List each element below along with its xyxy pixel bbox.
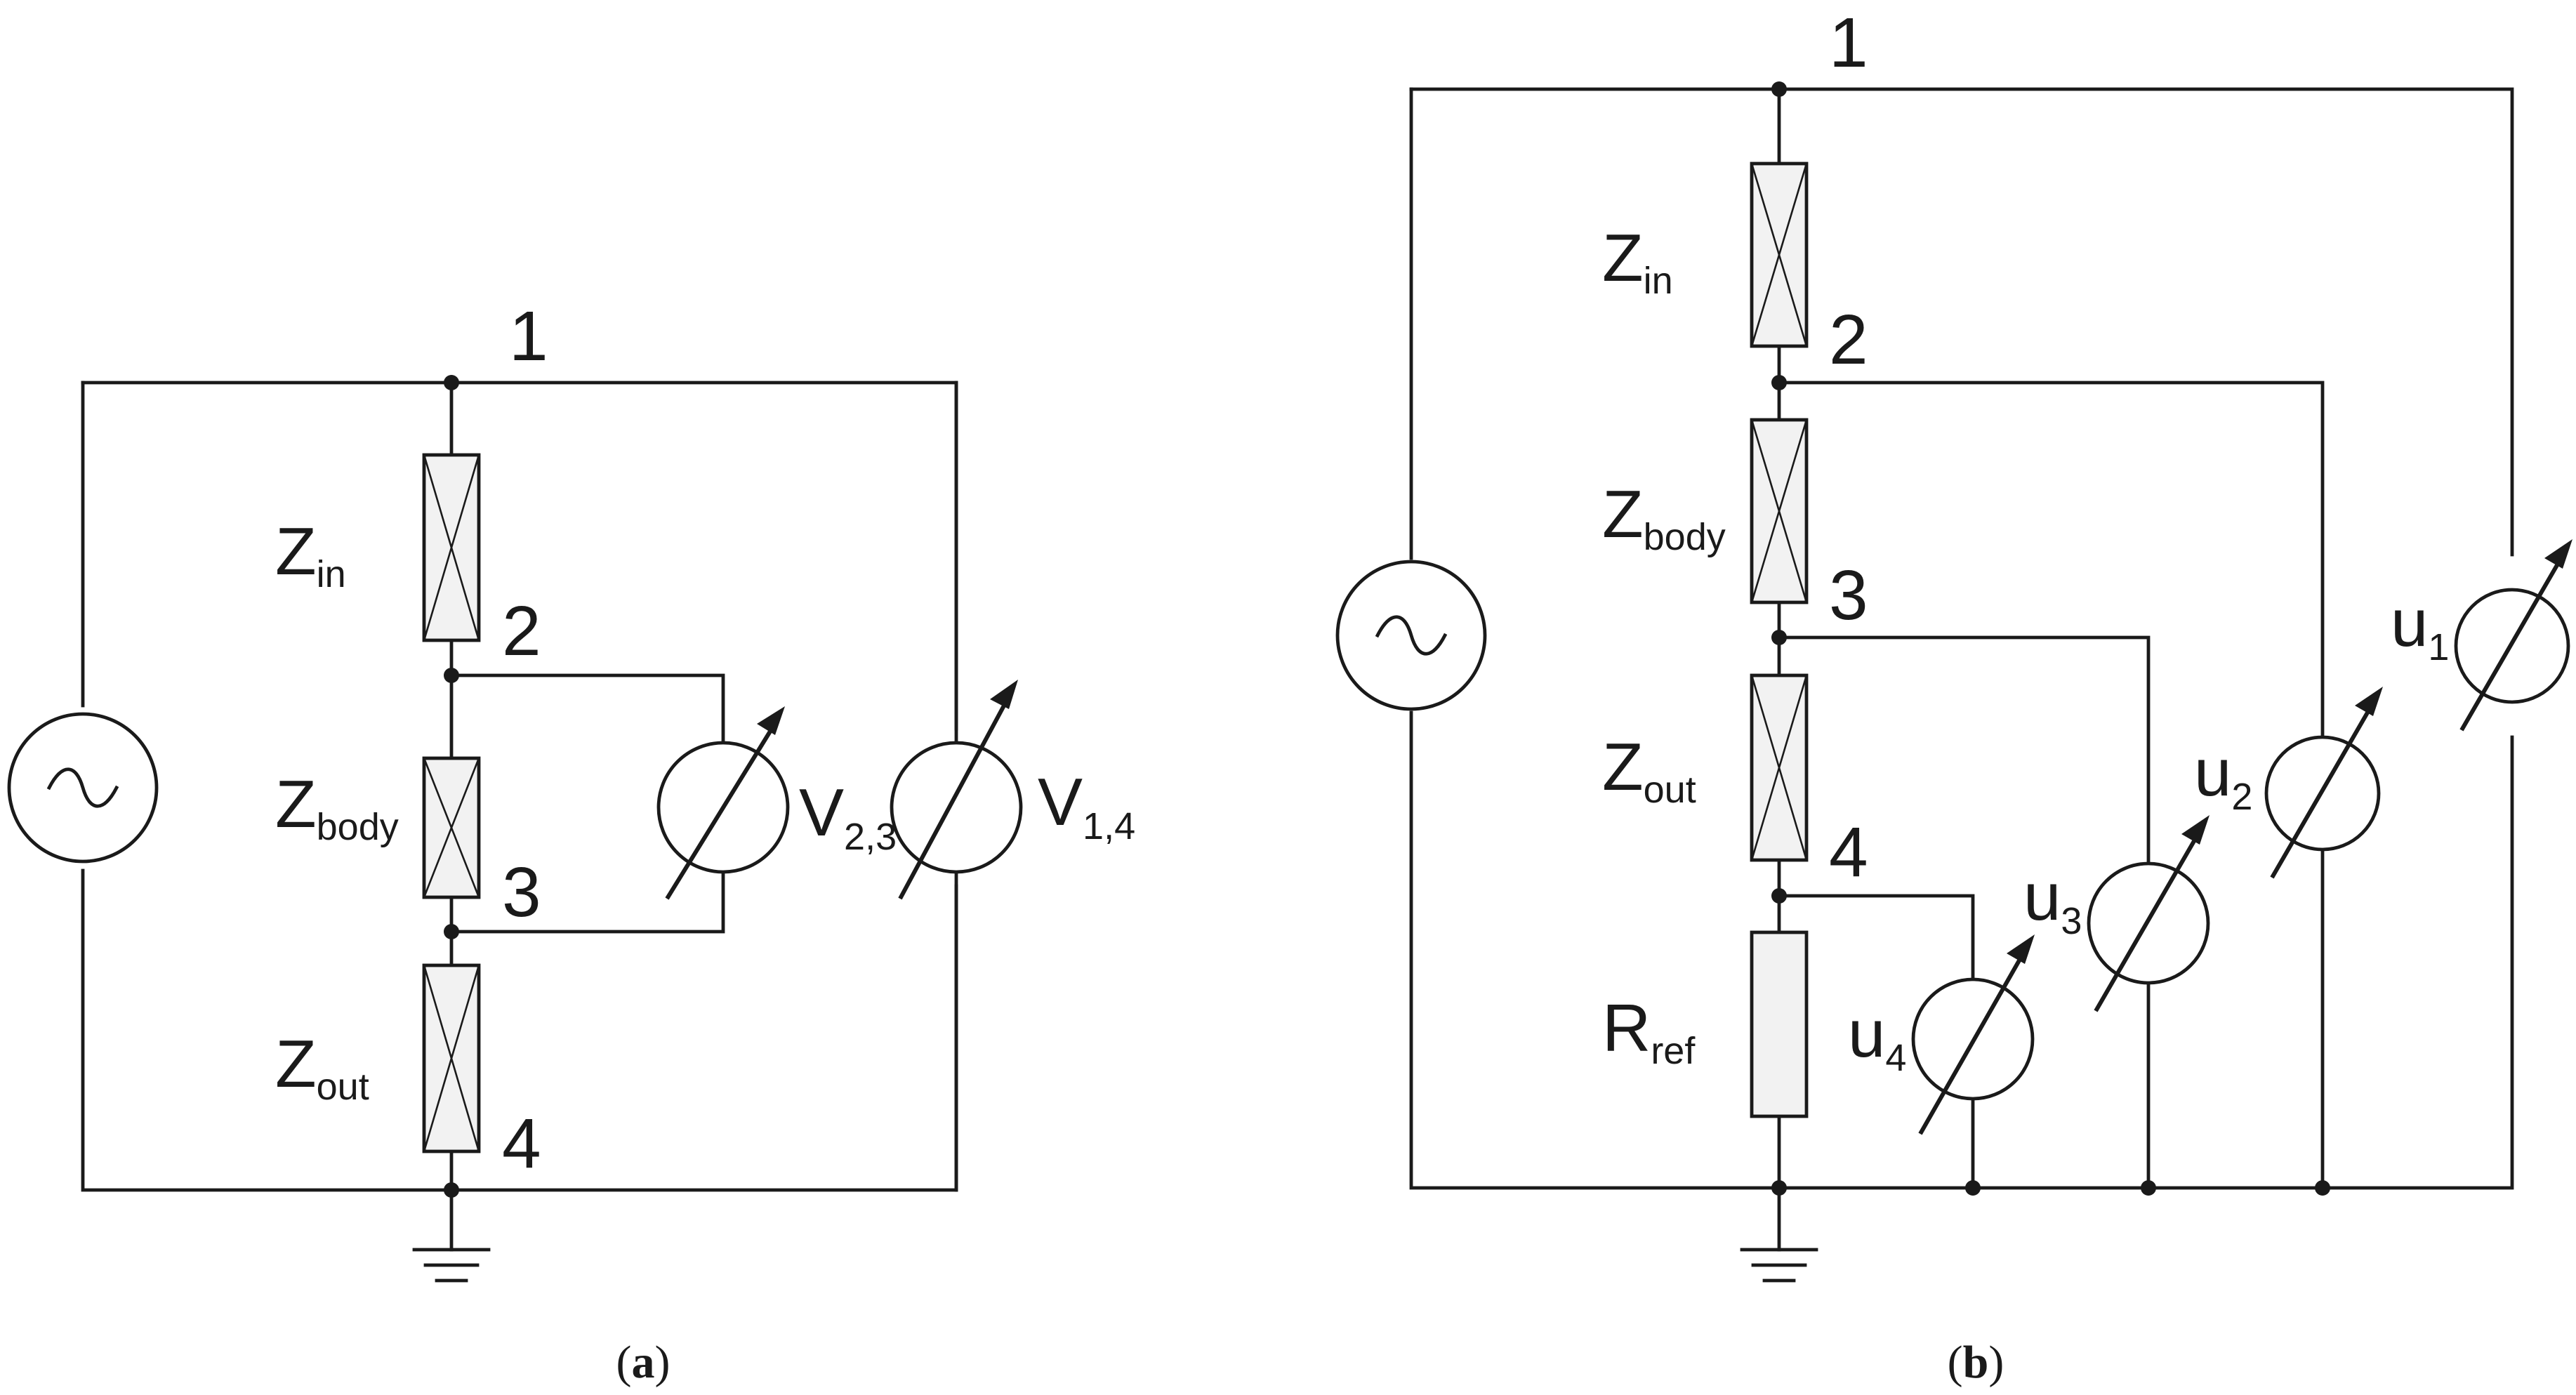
node-label-3-b: 3 <box>1829 556 1868 635</box>
ac-source-b <box>1335 560 1487 711</box>
resistor-r-ref <box>1750 930 1809 1118</box>
label-r-ref: Rref <box>1602 991 1696 1072</box>
junction-node-2-a <box>444 668 459 683</box>
label-z-in-b: Zin <box>1602 220 1673 302</box>
sine-wave-icon <box>46 767 119 808</box>
caption-b: (b) <box>1948 1337 2004 1388</box>
caption-a: (a) <box>616 1337 671 1388</box>
label-u4: u4 <box>1848 996 1906 1079</box>
impedance-z-in-a <box>422 453 481 642</box>
panel-b: 1 2 3 4 Zin Zbody Zout Rref u1 u2 u3 u4 … <box>1335 4 2572 1388</box>
sine-wave-icon <box>1375 615 1448 656</box>
panel-a: 1 2 3 4 Zin Zbody Zout V2,3 V1,4 (a) <box>7 297 1135 1388</box>
junction-node-2-b <box>1771 375 1787 390</box>
junction-node-3-a <box>444 924 459 939</box>
voltmeter-v23 <box>656 706 790 900</box>
voltmeter-v14 <box>890 680 1023 900</box>
junction-u4-return <box>1965 1180 1981 1196</box>
panel-a-wires <box>81 381 958 1252</box>
label-u3: u3 <box>2023 859 2082 942</box>
junction-node-1-b <box>1771 81 1787 97</box>
junction-u3-return <box>2141 1180 2156 1196</box>
node-label-2-a: 2 <box>502 592 541 670</box>
label-v23: V2,3 <box>799 775 897 858</box>
ac-source-a <box>7 712 159 864</box>
impedance-z-body-a <box>422 756 481 899</box>
label-z-body-a: Zbody <box>275 767 399 848</box>
junction-node-3-b <box>1771 630 1787 645</box>
label-z-out-b: Zout <box>1602 729 1696 811</box>
label-z-out-a: Zout <box>275 1026 369 1108</box>
label-z-in-a: Zin <box>275 514 346 595</box>
node-label-3-a: 3 <box>502 853 541 932</box>
impedance-z-out-b <box>1750 673 1809 862</box>
label-v14: V1,4 <box>1038 765 1135 847</box>
impedance-z-body-b <box>1750 418 1809 604</box>
junction-node-4-a <box>444 1182 459 1198</box>
impedance-z-out-a <box>422 963 481 1153</box>
voltmeter-u1 <box>2454 539 2572 732</box>
node-label-2-b: 2 <box>1829 300 1868 379</box>
voltmeter-u2 <box>2264 687 2383 879</box>
node-label-4-a: 4 <box>502 1104 541 1183</box>
ground-symbol-a <box>412 1248 491 1283</box>
voltmeter-u4 <box>1911 934 2035 1135</box>
junction-node-1-a <box>444 375 459 390</box>
node-label-1-b: 1 <box>1829 4 1868 82</box>
junction-u2-return <box>2315 1180 2330 1196</box>
node-label-4-b: 4 <box>1829 813 1868 892</box>
junction-node-4-b <box>1771 888 1787 904</box>
label-u2: u2 <box>2194 735 2252 818</box>
node-label-1-a: 1 <box>509 297 548 376</box>
junction-ground-b <box>1771 1180 1787 1196</box>
ground-symbol-b <box>1740 1248 1818 1283</box>
label-z-body-b: Zbody <box>1602 477 1726 558</box>
voltmeter-u3 <box>2087 815 2210 1012</box>
impedance-z-in-b <box>1750 161 1809 348</box>
label-u1: u1 <box>2391 586 2449 668</box>
